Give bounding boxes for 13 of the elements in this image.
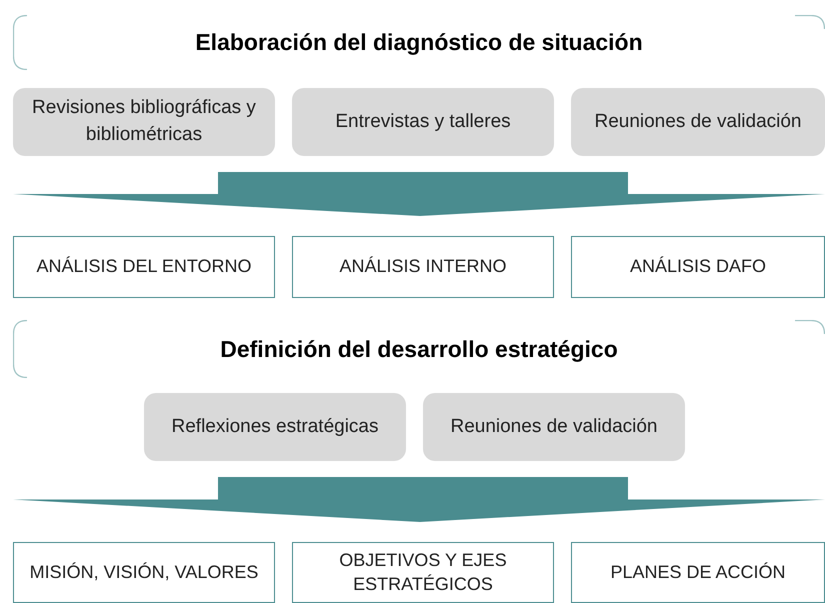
result-box: ANÁLISIS INTERNO — [292, 236, 554, 298]
activity-box: Reflexiones estratégicas — [144, 393, 406, 461]
result-box: ANÁLISIS DEL ENTORNO — [13, 236, 275, 298]
section-header: Definición del desarrollo estratégico — [13, 320, 825, 378]
section-header: Elaboración del diagnóstico de situación — [13, 15, 825, 70]
activity-box: Revisiones bibliográficas y bibliométricas — [13, 88, 275, 156]
activity-box: Entrevistas y talleres — [292, 88, 554, 156]
result-box: OBJETIVOS Y EJES ESTRATÉGICOS — [292, 542, 554, 603]
result-box: PLANES DE ACCIÓN — [571, 542, 825, 603]
activity-box: Reuniones de validación — [423, 393, 685, 461]
activity-box: Reuniones de validación — [571, 88, 825, 156]
result-box: MISIÓN, VISIÓN, VALORES — [13, 542, 275, 603]
result-box: ANÁLISIS DAFO — [571, 236, 825, 298]
